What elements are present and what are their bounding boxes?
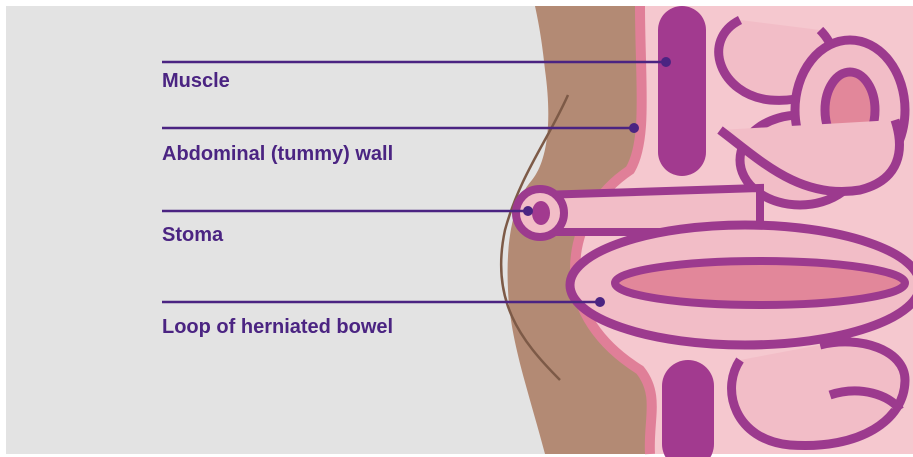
label-herniated-bowel: Loop of herniated bowel [162, 317, 393, 337]
label-abdominal-wall: Abdominal (tummy) wall [162, 144, 393, 164]
leader-dot-stoma [523, 206, 533, 216]
stoma-opening [532, 201, 550, 225]
muscle-upper [658, 6, 706, 176]
leader-dot-abdominal-wall [629, 123, 639, 133]
leader-dot-muscle [661, 57, 671, 67]
muscle-lower [662, 360, 714, 457]
herniated-loop-inner [615, 261, 905, 305]
label-muscle: Muscle [162, 71, 230, 91]
leader-dot-herniated-bowel [595, 297, 605, 307]
label-stoma: Stoma [162, 225, 223, 245]
lower-bowel-coils [732, 342, 905, 446]
